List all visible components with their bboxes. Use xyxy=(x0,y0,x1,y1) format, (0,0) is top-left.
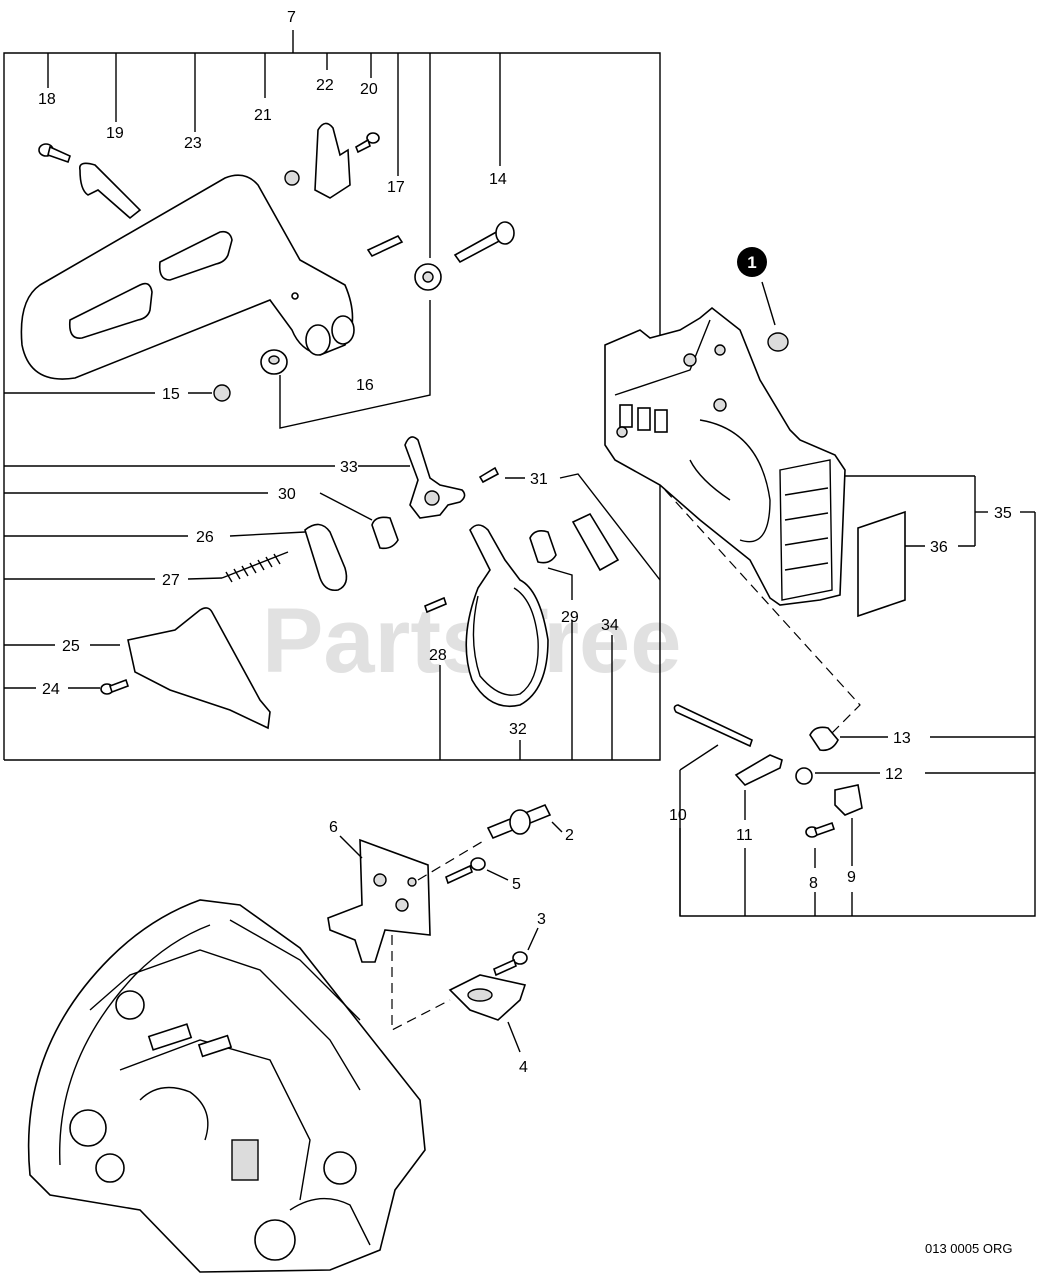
pin-31 xyxy=(478,466,500,484)
bolt-18 xyxy=(38,143,71,164)
label-5: 5 xyxy=(512,876,521,893)
link-26 xyxy=(304,523,348,592)
callout-marker: 1 xyxy=(747,253,756,272)
screw-24 xyxy=(100,678,130,695)
washer-12 xyxy=(795,767,813,785)
label-2: 2 xyxy=(565,827,574,844)
pin-17 xyxy=(366,234,404,258)
cam-4 xyxy=(448,974,527,1021)
nut-21 xyxy=(284,170,300,186)
label-32: 32 xyxy=(509,721,527,738)
spring-27 xyxy=(221,551,289,583)
adjuster-11 xyxy=(734,754,783,786)
bolt-10 xyxy=(673,704,753,748)
guide-plate-23 xyxy=(20,174,355,380)
label-4: 4 xyxy=(519,1059,528,1076)
label-15: 15 xyxy=(162,386,180,403)
chainsaw-powerhead xyxy=(27,899,426,1273)
label-9: 9 xyxy=(847,869,856,886)
collar-30 xyxy=(371,516,399,550)
label-28: 28 xyxy=(429,647,447,664)
collar-16-b xyxy=(260,349,288,375)
plate-6 xyxy=(327,838,431,963)
label-12: 12 xyxy=(885,766,903,783)
label-6: 6 xyxy=(329,819,338,836)
label-10: 10 xyxy=(669,807,687,824)
collar-29 xyxy=(529,530,557,564)
nut-15 xyxy=(213,384,231,402)
pin-28 xyxy=(424,596,447,614)
label-8: 8 xyxy=(809,875,818,892)
label-31: 31 xyxy=(530,471,548,488)
label-18: 18 xyxy=(38,91,56,108)
label-16: 16 xyxy=(356,377,374,394)
stud-2 xyxy=(486,803,552,840)
nut-13 xyxy=(809,726,839,752)
callout-marker-bg xyxy=(737,247,767,277)
label-36: 36 xyxy=(930,539,948,556)
label-34: 34 xyxy=(601,617,619,634)
clutch-cover-35 xyxy=(604,306,846,606)
bracket-19 xyxy=(79,162,142,220)
label-plate-36 xyxy=(857,510,906,618)
brake-band-32 xyxy=(465,524,549,707)
bolt-14 xyxy=(453,221,515,264)
label-14: 14 xyxy=(489,171,507,188)
screw-20 xyxy=(355,132,380,154)
label-25: 25 xyxy=(62,638,80,655)
label-19: 19 xyxy=(106,125,124,142)
label-35: 35 xyxy=(994,505,1012,522)
block-34 xyxy=(571,512,620,572)
nut-1 xyxy=(767,332,789,352)
label-29: 29 xyxy=(561,609,579,626)
collar-16-a xyxy=(414,263,442,291)
label-24: 24 xyxy=(42,681,60,698)
label-23: 23 xyxy=(184,135,202,152)
screw-8 xyxy=(805,821,836,838)
screw-3 xyxy=(493,951,528,977)
screw-5 xyxy=(445,857,486,885)
label-30: 30 xyxy=(278,486,296,503)
label-13: 13 xyxy=(893,730,911,747)
label-21: 21 xyxy=(254,107,272,124)
label-22: 22 xyxy=(316,77,334,94)
label-26: 26 xyxy=(196,529,214,546)
cover-plate-25 xyxy=(127,607,271,730)
label-3: 3 xyxy=(537,911,546,928)
label-11: 11 xyxy=(736,827,753,844)
label-17: 17 xyxy=(387,179,405,196)
drawing-code: 013 0005 ORG xyxy=(925,1241,1012,1256)
spike-22 xyxy=(314,122,351,199)
label-27: 27 xyxy=(162,572,180,589)
label-20: 20 xyxy=(360,81,378,98)
label-7: 7 xyxy=(287,9,296,26)
group-frame-7 xyxy=(3,30,661,761)
label-33: 33 xyxy=(340,459,358,476)
brake-lever-33 xyxy=(404,436,466,519)
clip-9 xyxy=(834,784,863,816)
